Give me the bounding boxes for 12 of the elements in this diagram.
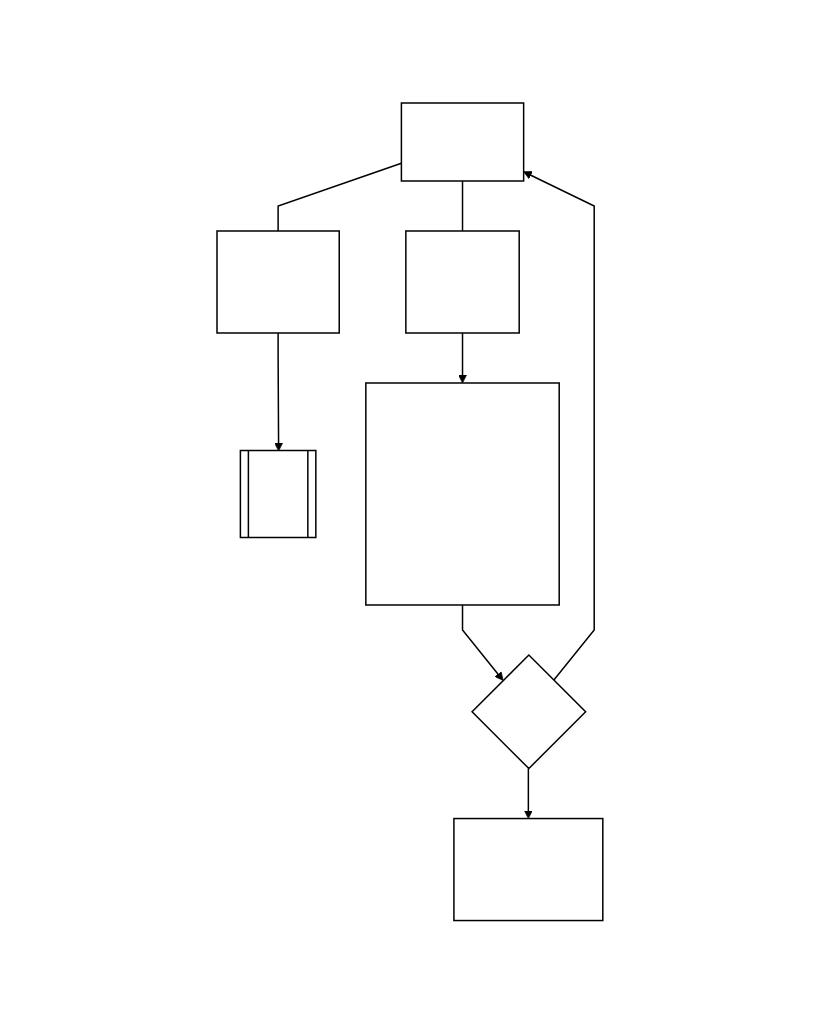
arrow	[461, 604, 504, 681]
connector	[276, 162, 402, 232]
connector	[461, 180, 463, 232]
arrow	[523, 768, 533, 820]
node-box	[404, 230, 520, 334]
node-diamond	[470, 654, 587, 770]
node-box	[215, 230, 340, 334]
arrow	[457, 332, 467, 384]
node-box	[452, 818, 604, 922]
node-box	[400, 102, 524, 182]
node-box	[364, 382, 560, 606]
node-box	[239, 449, 317, 539]
